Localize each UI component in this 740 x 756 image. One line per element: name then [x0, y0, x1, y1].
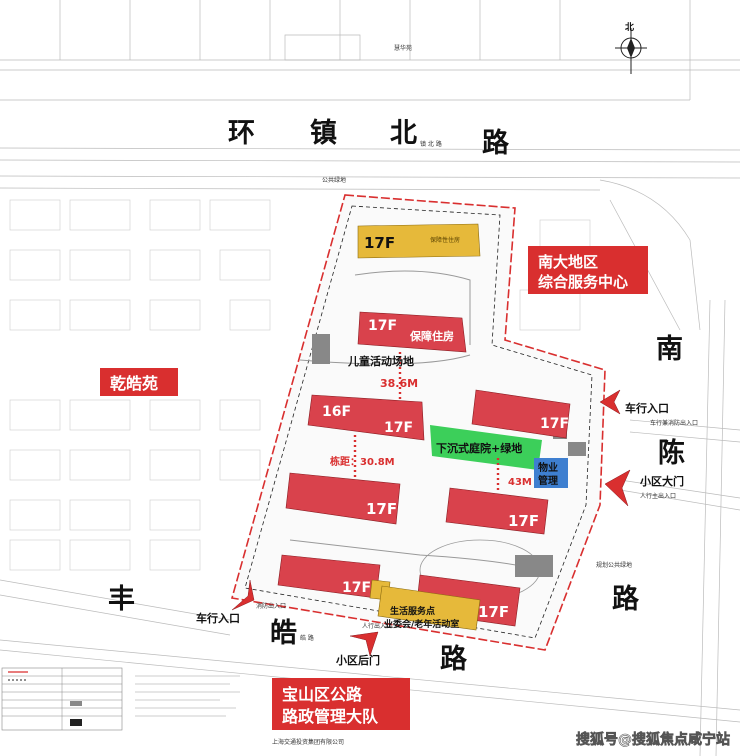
- building-2-note: 保障住房: [409, 329, 454, 343]
- car-entrance-south-small: 消防出入口: [256, 602, 286, 610]
- credit-text: 上海交通投资集团有限公司: [272, 738, 344, 746]
- main-gate: 小区大门 人行主出入口: [604, 469, 684, 507]
- qianhaoyuan-text: 乾皓苑: [110, 374, 158, 393]
- sunken-courtyard-label: 下沉式庭院+绿地: [436, 441, 522, 455]
- watermark: 搜狐号@搜狐焦点咸宁站: [576, 731, 730, 748]
- committee-label: 业委会/老年活动室: [384, 618, 459, 630]
- car-entrance-south-label: 车行入口: [196, 611, 240, 625]
- road-north-char-3: 北: [390, 118, 417, 149]
- back-gate-label: 小区后门: [335, 653, 380, 667]
- car-entrance-east-small: 车行兼消防出入口: [650, 419, 698, 427]
- compass-north-label: 北: [625, 21, 634, 33]
- road-south-char-2: 皓: [270, 618, 297, 649]
- property-management: [534, 458, 568, 488]
- service-center-label: 南大地区 综合服务中心: [528, 246, 648, 294]
- inner-boundary: [244, 205, 593, 639]
- main-gate-small: 人行主出入口: [640, 492, 676, 500]
- building-2-floors: 17F: [368, 318, 397, 334]
- road-north-char-2: 镇: [310, 118, 337, 149]
- building-1: 17F 保障性住房: [357, 223, 481, 259]
- building-3-floors-a: 16F: [322, 404, 351, 420]
- road-south-small: 皓 路: [300, 634, 314, 642]
- car-entrance-south: 车行入口 消防出入口: [196, 579, 286, 625]
- car-entrance-east-label: 车行入口: [625, 401, 669, 415]
- car-entrance-east: 车行入口 车行兼消防出入口: [599, 389, 698, 427]
- building-4: 17F: [471, 389, 571, 439]
- baoshan-label: 宝山区公路 路政管理大队: [272, 678, 410, 730]
- road-north-char-4: 路: [482, 127, 510, 159]
- east-green-label: 规划公共绿地: [596, 561, 632, 569]
- top-block-label: 慧华苑: [394, 44, 412, 52]
- property-label-1: 物业: [538, 461, 558, 474]
- road-south-char-1: 丰: [108, 584, 135, 615]
- building-5-floors: 17F: [366, 500, 397, 518]
- gray-facility: [568, 442, 586, 456]
- playground-label: 儿童活动场地: [347, 354, 414, 368]
- road-east-char-3: 路: [612, 583, 640, 615]
- road-east-char-2: 陈: [658, 437, 685, 469]
- baoshan-line-1: 宝山区公路: [282, 685, 363, 704]
- back-gate: 小区后门 人行出入口: [335, 622, 392, 667]
- building-5: 17F: [285, 472, 401, 525]
- road-north-small: 镇 北 路: [420, 140, 442, 148]
- building-3-floors-b: 17F: [384, 420, 413, 436]
- building-6: 17F: [445, 487, 549, 535]
- service-center-line-2: 综合服务中心: [538, 273, 628, 291]
- compass: 北: [615, 21, 647, 74]
- road-east-char-1: 南: [656, 334, 683, 365]
- gray-facility: [312, 334, 330, 364]
- sunken-courtyard-green: [430, 425, 542, 470]
- greenbelt-label: 公共绿地: [322, 176, 346, 184]
- building-1-note: 保障性住房: [430, 236, 460, 244]
- main-gate-label: 小区大门: [639, 474, 684, 488]
- service-center-line-1: 南大地区: [538, 253, 598, 271]
- back-gate-small: 人行出入口: [362, 622, 392, 630]
- road-north-char-1: 环: [228, 118, 255, 149]
- legend: [1, 667, 123, 731]
- gray-facility: [515, 555, 553, 577]
- road-south-char-3: 路: [440, 643, 468, 675]
- qianhaoyuan-label: 乾皓苑: [100, 368, 178, 396]
- building-7-floors: 17F: [342, 580, 371, 596]
- life-service-label: 生活服务点: [390, 605, 435, 617]
- baoshan-line-2: 路政管理大队: [282, 707, 379, 726]
- property-label-2: 管理: [538, 474, 558, 487]
- spacing-label-1: 38.6M: [380, 377, 418, 390]
- building-2: 17F 保障住房: [357, 311, 467, 353]
- spacing-label-3: 43M: [508, 477, 532, 488]
- building-8-floors: 17F: [478, 603, 509, 621]
- notes-text: [135, 675, 240, 717]
- life-service-building: [377, 585, 481, 631]
- building-1-floors: 17F: [364, 234, 395, 252]
- building-4-floors: 17F: [540, 416, 569, 432]
- building-6-floors: 17F: [508, 512, 539, 530]
- building-3: 16F 17F: [307, 394, 425, 441]
- spacing-label-2: 栋距：30.8M: [329, 455, 395, 468]
- internal-road: [289, 270, 541, 571]
